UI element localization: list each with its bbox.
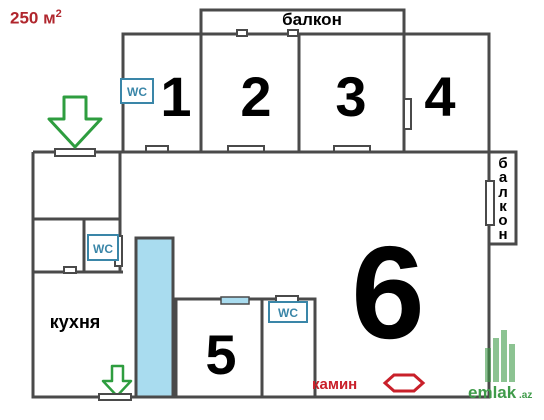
wc-left bbox=[87, 234, 119, 261]
wc-right-label: WC bbox=[278, 306, 298, 320]
area-value: 250 м bbox=[10, 8, 56, 28]
emlak-logo: emlak .az bbox=[468, 330, 532, 402]
exit-arrow-icon bbox=[101, 364, 133, 398]
main-floor-outline bbox=[31, 150, 491, 399]
balcony-right-letter-6: н bbox=[498, 226, 507, 243]
wc-right bbox=[268, 301, 308, 323]
fireplace-icon bbox=[382, 373, 426, 393]
fireplace-label: камин bbox=[312, 376, 357, 393]
window-room-5 bbox=[220, 296, 250, 305]
balcony-right-letter-5: о bbox=[498, 212, 507, 229]
room-number-2: 2 bbox=[240, 65, 271, 128]
balcony-right-letter-1: б bbox=[498, 155, 507, 172]
door-kitchen-exit bbox=[98, 393, 132, 401]
wc-room-1 bbox=[120, 78, 154, 104]
balcony-right-letter-2: а bbox=[499, 169, 508, 186]
room-number-3: 3 bbox=[335, 65, 366, 128]
balcony-right-letter-4: к bbox=[499, 198, 507, 215]
total-area-label: 250 м2 bbox=[10, 8, 62, 29]
kitchen-label: кухня bbox=[50, 312, 101, 332]
room-number-1: 1 bbox=[160, 65, 191, 128]
room-number-6: 6 bbox=[351, 219, 424, 366]
balcony-right-letter-3: л bbox=[498, 184, 508, 201]
logo-brand: emlak bbox=[468, 383, 517, 402]
logo-tld: .az bbox=[519, 390, 532, 401]
pool bbox=[134, 236, 175, 399]
balcony-right-door bbox=[485, 180, 495, 226]
balcony-door-2 bbox=[287, 29, 299, 37]
room-number-4: 4 bbox=[424, 65, 455, 128]
door-storage bbox=[63, 266, 77, 274]
entry-arrow-icon bbox=[47, 95, 103, 149]
balcony-door-1 bbox=[236, 29, 248, 37]
door-room-4 bbox=[403, 98, 412, 130]
wc-room-1-label: WC bbox=[127, 85, 147, 99]
room-number-5: 5 bbox=[205, 323, 236, 386]
wc-left-label: WC bbox=[93, 242, 113, 256]
entry-door bbox=[54, 148, 96, 157]
area-unit-superscript: 2 bbox=[55, 8, 62, 20]
balcony-top-label: балкон bbox=[282, 10, 342, 29]
